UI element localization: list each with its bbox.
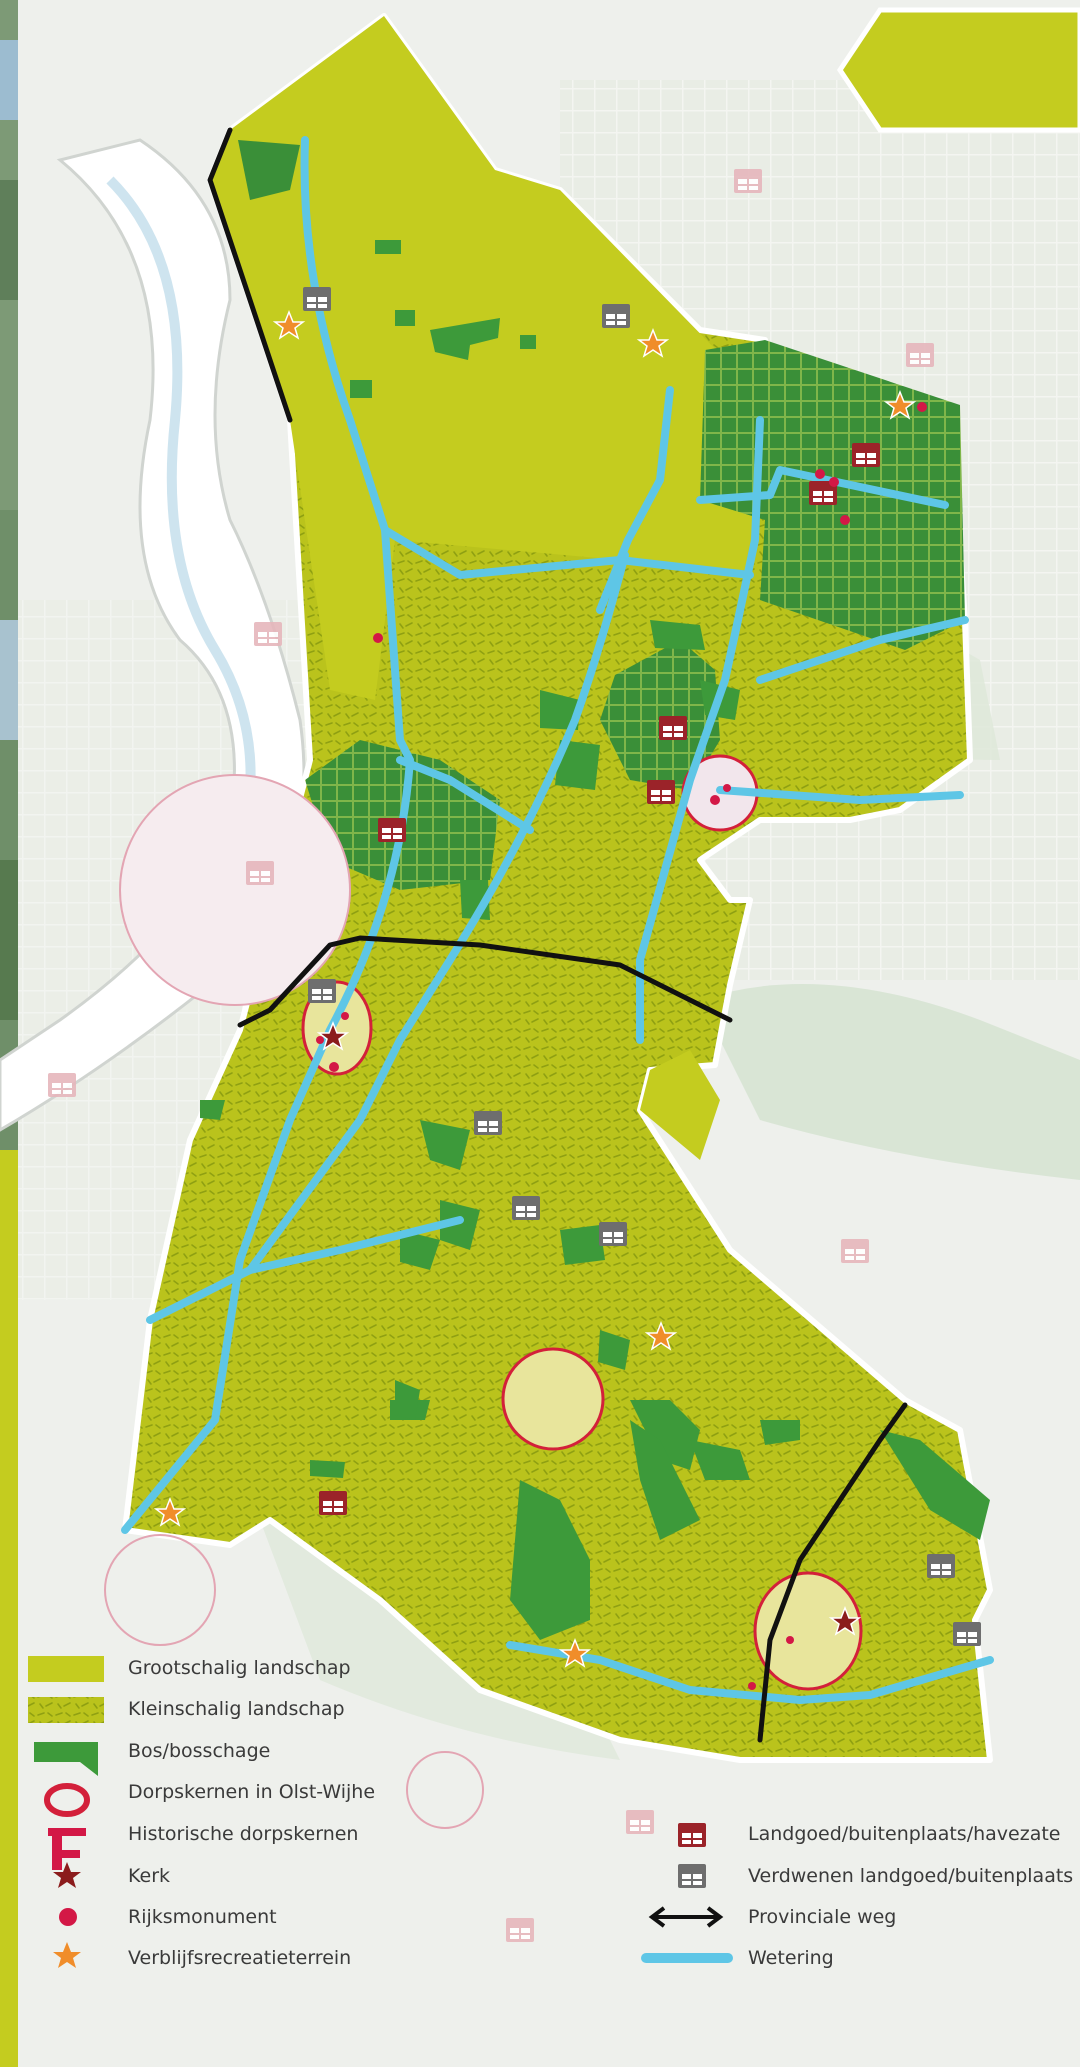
- legend-item-kerk: Kerk: [128, 1865, 170, 1887]
- legend-label: Rijksmonument: [128, 1906, 277, 1928]
- legend-item-historische-dorpskernen: Historische dorpskernen: [128, 1823, 358, 1845]
- legend-label: Grootschalig landschap: [128, 1657, 351, 1679]
- legend-label: Landgoed/buitenplaats/havezate: [748, 1823, 1061, 1845]
- dorpskern-ring: [44, 1783, 90, 1817]
- photo-strip: [0, 0, 18, 2067]
- grootschalig-swatch: [28, 1656, 104, 1682]
- legend-item-bos: Bos/bosschage: [128, 1740, 270, 1762]
- kleinschalig-swatch: [28, 1697, 104, 1723]
- legend-item-wetering: Wetering: [748, 1947, 834, 1969]
- bos-swatch: [34, 1742, 98, 1776]
- grid-forest-center: [600, 640, 720, 790]
- legend-label: Historische dorpskernen: [128, 1823, 359, 1845]
- bos-patches: [200, 240, 990, 1640]
- verdwenen-landgoed-icon: [678, 1864, 706, 1888]
- legend-symbols: [28, 1656, 733, 1968]
- legend-item-grootschalig: Grootschalig landschap: [128, 1657, 351, 1679]
- legend-item-provinciale-weg: Provinciale weg: [748, 1906, 896, 1928]
- legend-label: Provinciale weg: [748, 1906, 897, 1928]
- legend-item-landgoed: Landgoed/buitenplaats/havezate: [748, 1823, 1060, 1845]
- rijksmonument-dots: [316, 402, 927, 1690]
- historische-kern: [48, 1828, 86, 1870]
- grootschalig-area: [210, 16, 765, 700]
- legend-label: Verdwenen landgoed/buitenplaats: [748, 1865, 1074, 1887]
- legend-item-verdwenen-landgoed: Verdwenen landgoed/buitenplaats: [748, 1865, 1073, 1887]
- weteringen: [121, 136, 994, 1704]
- corner-banner: [836, 7, 1080, 133]
- legend-label: Kleinschalig landschap: [128, 1698, 345, 1720]
- legend-item-rijksmonument: Rijksmonument: [128, 1906, 277, 1928]
- legend-label: Bos/bosschage: [128, 1740, 271, 1762]
- legend-label: Dorpskernen in Olst-Wijhe: [128, 1781, 376, 1803]
- legend-item-kleinschalig: Kleinschalig landschap: [128, 1698, 345, 1720]
- legend-item-dorpskernen: Dorpskernen in Olst-Wijhe: [128, 1781, 375, 1803]
- provinciale-weg-arrow: [648, 1906, 724, 1928]
- provinciale-wegen: [207, 127, 908, 1743]
- rijksmonument-dot: [59, 1908, 77, 1926]
- legend-item-recreatie: Verblijfsrecreatieterrein: [128, 1947, 351, 1969]
- legend-label: Kerk: [128, 1865, 171, 1887]
- legend-label: Wetering: [748, 1947, 834, 1969]
- landgoed-icon: [678, 1823, 706, 1847]
- legend-label: Verblijfsrecreatieterrein: [128, 1947, 352, 1969]
